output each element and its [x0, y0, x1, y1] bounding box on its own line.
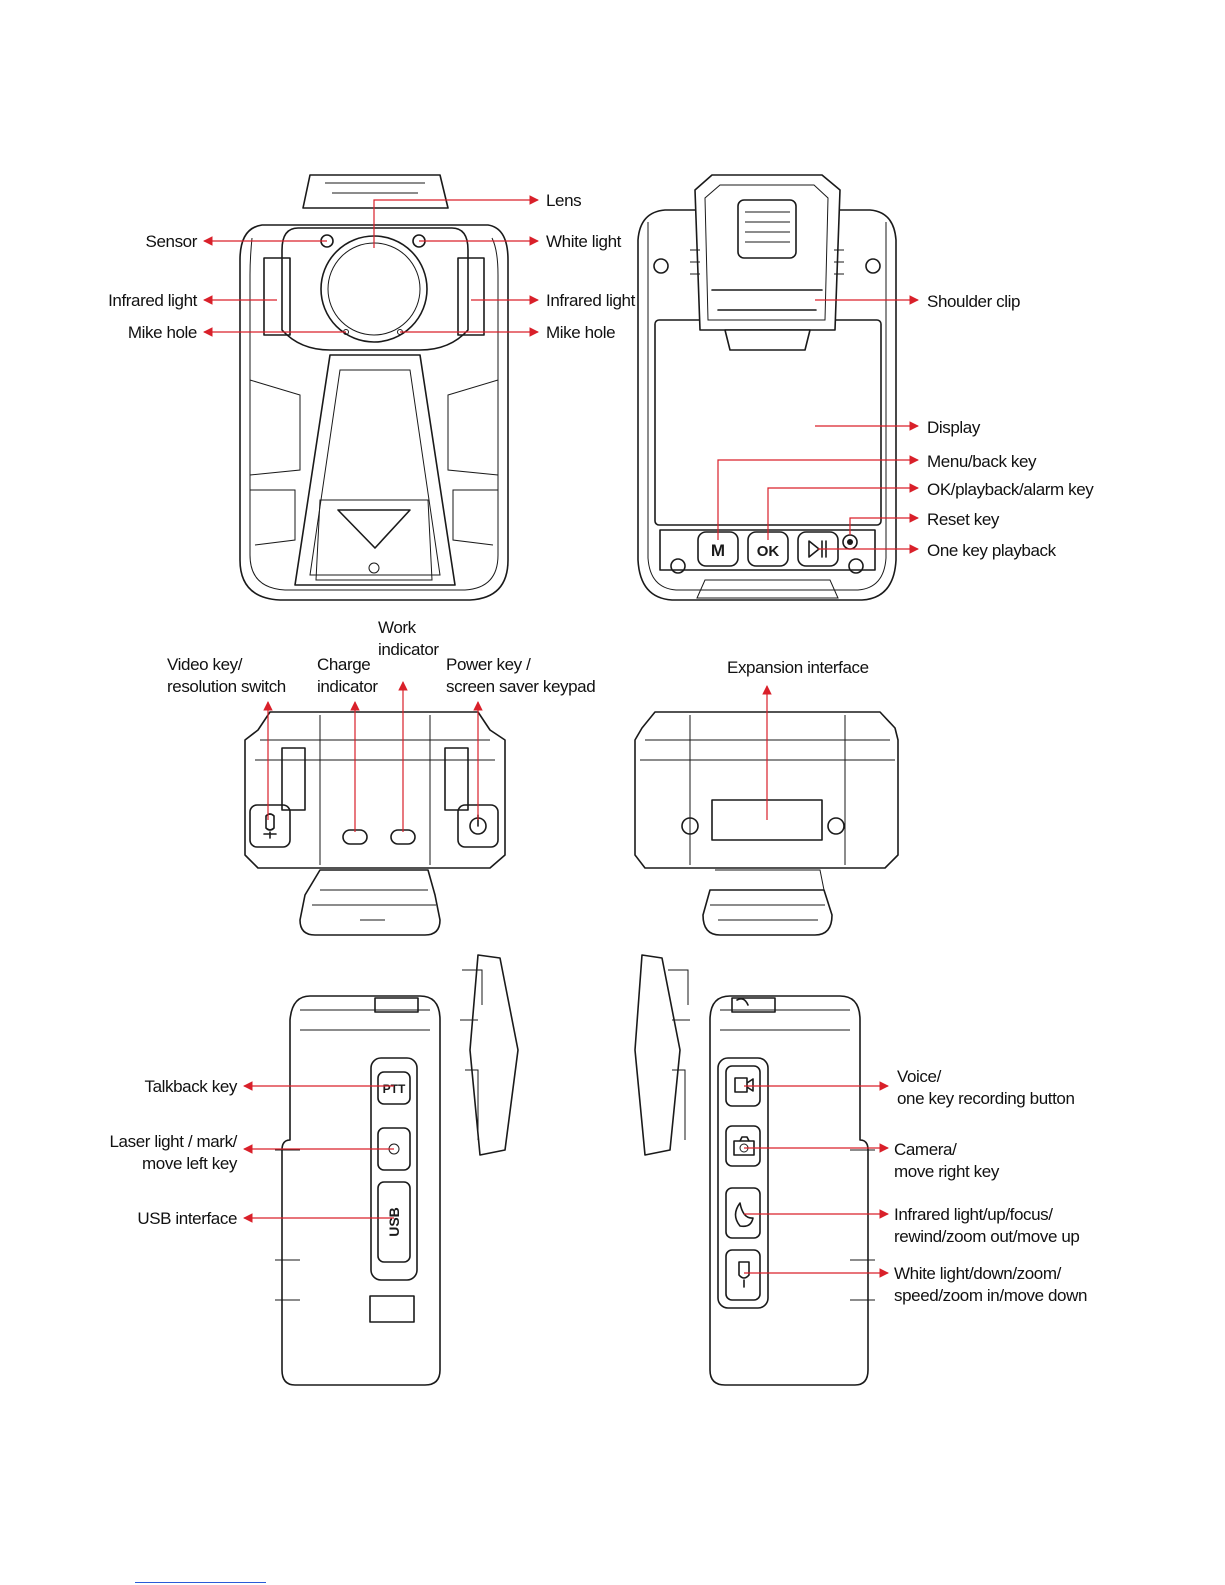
label-sensor: Sensor — [145, 232, 198, 251]
menu-button-glyph: M — [711, 541, 725, 560]
label-reset-key: Reset key — [927, 510, 999, 529]
label-video-key: Video key/resolution switch — [167, 655, 286, 696]
ptt-button-glyph: PTT — [383, 1082, 406, 1096]
label-one-key-playback: One key playback — [927, 541, 1056, 560]
label-shoulder-clip: Shoulder clip — [927, 292, 1021, 311]
label-mike-hole-left: Mike hole — [127, 323, 198, 342]
label-lens: Lens — [546, 191, 582, 210]
label-white-light: White light — [546, 232, 621, 251]
label-display: Display — [927, 418, 980, 437]
label-voice-recording: Voice/one key recording button — [897, 1067, 1075, 1108]
right-side-view — [634, 954, 875, 1386]
label-white-down: White light/down/zoom/speed/zoom in/move… — [894, 1264, 1088, 1305]
label-infrared-up: Infrared light/up/focus/rewind/zoom out/… — [894, 1205, 1080, 1246]
label-mike-hole-right: Mike hole — [546, 323, 616, 342]
top-view — [244, 711, 506, 936]
leader-lines — [203, 195, 919, 1278]
label-ok-playback-alarm-key: OK/playback/alarm key — [927, 480, 1094, 499]
usb-port-glyph: USB — [386, 1207, 402, 1237]
left-side-view: PTT USB — [275, 954, 519, 1386]
ok-button-glyph: OK — [757, 543, 780, 560]
label-talkback-key: Talkback key — [144, 1077, 237, 1096]
label-infrared-light-left: Infrared light — [108, 291, 197, 310]
label-power-key: Power key /screen saver keypad — [446, 655, 596, 696]
label-camera: Camera/move right key — [894, 1140, 999, 1181]
front-view — [239, 174, 509, 601]
label-expansion-interface: Expansion interface — [727, 658, 869, 677]
back-view: M OK — [637, 174, 897, 601]
label-menu-back-key: Menu/back key — [927, 452, 1037, 471]
footer-rule — [135, 1582, 266, 1583]
label-usb-interface: USB interface — [137, 1209, 237, 1228]
label-laser-light: Laser light / mark/move left key — [109, 1132, 237, 1173]
label-infrared-light-right: Infrared light — [546, 291, 635, 310]
